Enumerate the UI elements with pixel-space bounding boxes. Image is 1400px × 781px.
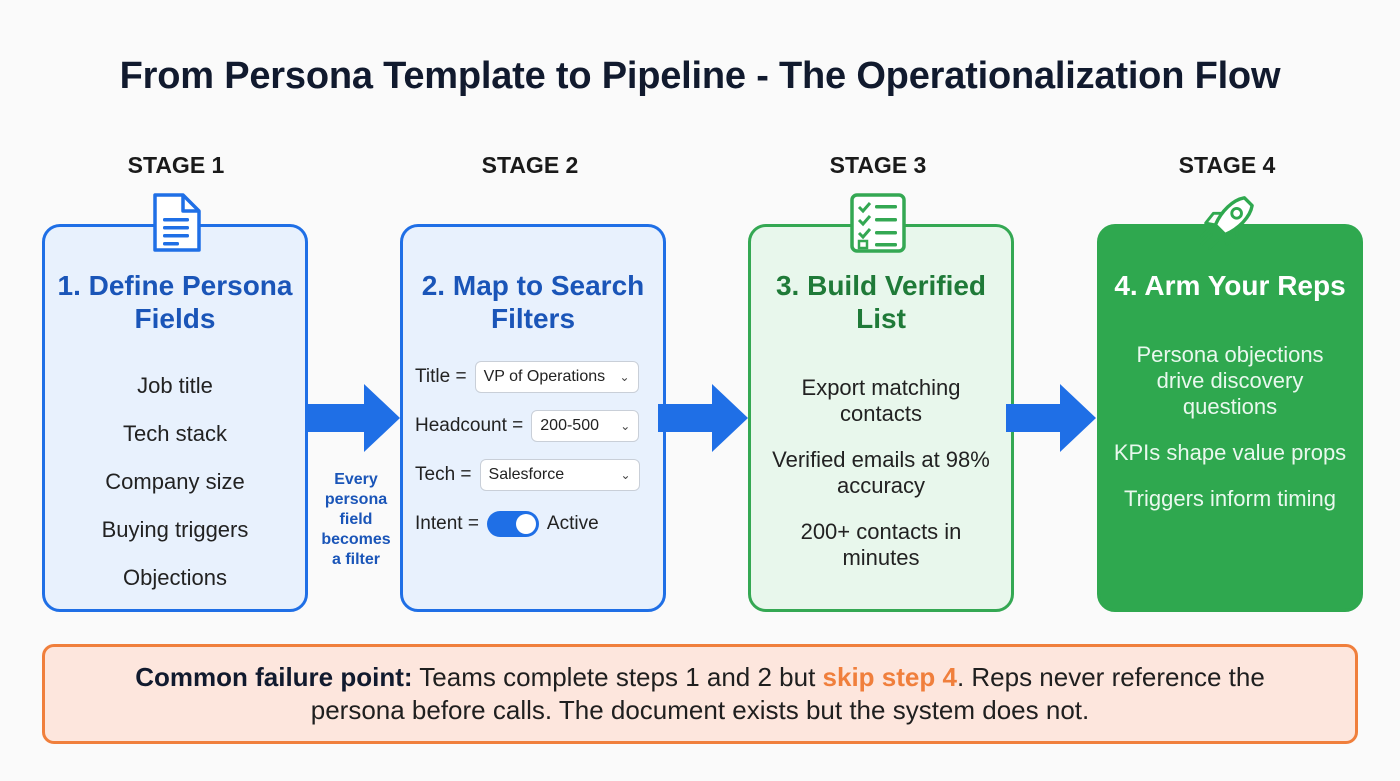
stage-4-title: 4. Arm Your Reps (1114, 270, 1346, 301)
chevron-down-icon: ⌄ (619, 370, 630, 384)
toggle-knob (515, 514, 536, 534)
filter-label: Title = (415, 366, 467, 387)
list-item: Buying triggers (101, 517, 249, 542)
failure-text: Common failure point: Teams complete ste… (105, 661, 1295, 727)
toggle-label: Active (546, 513, 599, 534)
failure-text-part: . Reps never reference the persona befor… (310, 662, 1265, 725)
failure-text-part: Teams complete steps 1 and 2 but (412, 662, 823, 692)
failure-lead: Common failure point: (135, 662, 413, 692)
stage-1-label: STAGE 1 (127, 152, 225, 178)
arrow-right-icon (308, 384, 400, 452)
stage-1-list: Job title Tech stack Company size Buying… (55, 351, 295, 591)
failure-callout: Common failure point: Teams complete ste… (42, 644, 1358, 744)
stage-1-title: 1. Define Persona Fields (57, 270, 293, 334)
tech-select[interactable]: Salesforce ⌄ (479, 459, 640, 491)
stage-3-list: Export matching contacts Verified emails… (761, 351, 1001, 571)
stage-2-label: STAGE 2 (481, 152, 579, 178)
rocket-icon (1196, 190, 1256, 256)
stage-3-card: 3. Build Verified List Export matching c… (748, 224, 1014, 612)
stage-2-card: 2. Map to Search Filters Title = VP of O… (400, 224, 666, 612)
list-item: Export matching contacts (801, 375, 961, 426)
select-value: VP of Operations (483, 368, 606, 385)
stage-1-card: 1. Define Persona Fields Job title Tech … (42, 224, 308, 612)
stage-4-label: STAGE 4 (1178, 152, 1276, 178)
filter-label: Tech = (415, 464, 472, 485)
filter-row-title: Title = VP of Operations ⌄ (415, 361, 651, 393)
list-item: Objections (123, 565, 227, 590)
list-item: Triggers inform timing (1124, 486, 1336, 511)
filter-label: Headcount = (415, 415, 524, 436)
failure-highlight: skip step 4 (822, 662, 957, 692)
arrow-right-icon (1006, 384, 1096, 452)
list-item: Company size (105, 469, 245, 494)
filter-row-tech: Tech = Salesforce ⌄ (415, 459, 651, 491)
arrow-note: Every persona field becomes a filter (321, 471, 391, 568)
checklist-icon (848, 190, 908, 256)
list-item: Tech stack (123, 421, 227, 446)
arrow-right-icon (658, 384, 748, 452)
select-value: Salesforce (488, 466, 565, 483)
list-item: Persona objections drive discovery quest… (1136, 342, 1324, 419)
headcount-select[interactable]: 200-500 ⌄ (531, 410, 640, 442)
intent-toggle[interactable] (486, 511, 539, 537)
chevron-down-icon: ⌄ (620, 468, 631, 482)
stage-3-title: 3. Build Verified List (775, 270, 987, 334)
list-item: Verified emails at 98% accuracy (772, 447, 990, 498)
list-item: KPIs shape value props (1113, 440, 1347, 465)
filter-row-intent: Intent = Active (415, 508, 651, 540)
list-item: 200+ contacts in minutes (800, 519, 962, 570)
chevron-down-icon: ⌄ (620, 419, 631, 433)
filter-label: Intent = (415, 513, 479, 534)
document-icon (146, 190, 206, 256)
filter-row-headcount: Headcount = 200-500 ⌄ (415, 410, 651, 442)
stage-2-title: 2. Map to Search Filters (421, 270, 645, 334)
stage-4-card: 4. Arm Your Reps Persona objections driv… (1097, 224, 1363, 612)
select-value: 200-500 (540, 417, 599, 434)
list-item: Job title (137, 373, 213, 398)
stage-3-label: STAGE 3 (829, 152, 927, 178)
page-title: From Persona Template to Pipeline - The … (119, 55, 1281, 97)
title-select[interactable]: VP of Operations ⌄ (474, 361, 639, 393)
filter-list: Title = VP of Operations ⌄ Headcount = 2… (415, 361, 651, 557)
stage-4-list: Persona objections drive discovery quest… (1110, 318, 1350, 512)
